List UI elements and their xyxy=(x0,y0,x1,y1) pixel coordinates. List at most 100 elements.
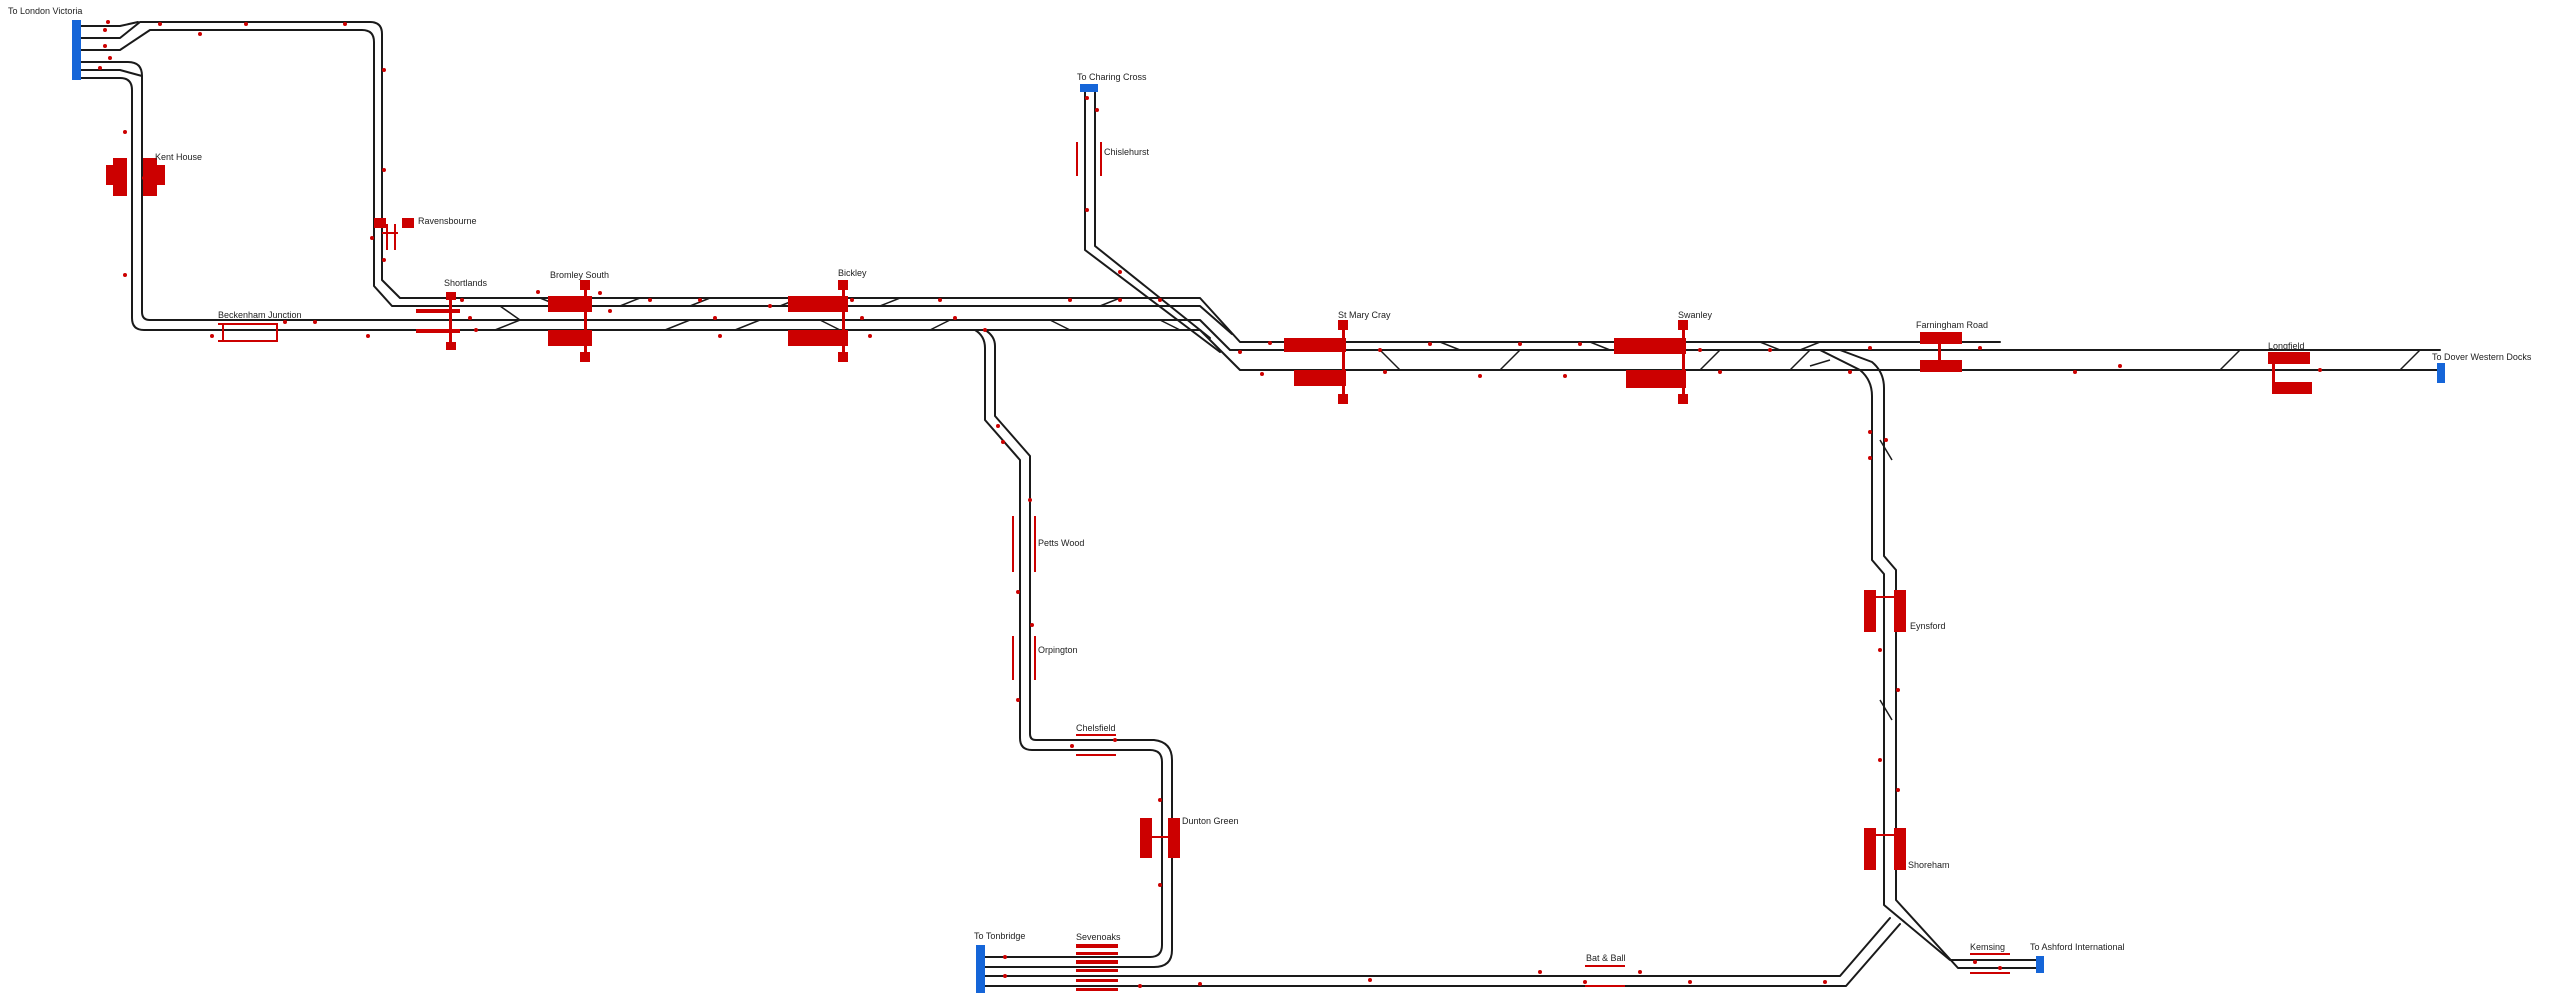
signal[interactable] xyxy=(1260,372,1264,376)
signal[interactable] xyxy=(1238,350,1242,354)
station-chislehurst[interactable] xyxy=(1076,142,1102,176)
signal[interactable] xyxy=(1016,590,1020,594)
signal[interactable] xyxy=(1028,498,1032,502)
signal[interactable] xyxy=(1868,346,1872,350)
signal[interactable] xyxy=(1973,960,1977,964)
signal[interactable] xyxy=(953,316,957,320)
signal[interactable] xyxy=(382,168,386,172)
signal[interactable] xyxy=(983,328,987,332)
signal[interactable] xyxy=(370,236,374,240)
signal[interactable] xyxy=(996,424,1000,428)
signal[interactable] xyxy=(382,68,386,72)
signal[interactable] xyxy=(1085,208,1089,212)
signal[interactable] xyxy=(1688,980,1692,984)
signal[interactable] xyxy=(1003,955,1007,959)
signal[interactable] xyxy=(1378,348,1382,352)
station-orpington[interactable] xyxy=(1012,636,1036,680)
signal[interactable] xyxy=(536,290,540,294)
signal[interactable] xyxy=(198,32,202,36)
signal[interactable] xyxy=(1095,108,1099,112)
signal[interactable] xyxy=(1884,438,1888,442)
station-longfield[interactable] xyxy=(2268,352,2312,394)
station-eynsford[interactable] xyxy=(1864,590,1906,632)
signal[interactable] xyxy=(2073,370,2077,374)
signal[interactable] xyxy=(850,298,854,302)
signal[interactable] xyxy=(103,28,107,32)
signal[interactable] xyxy=(1118,270,1122,274)
signal[interactable] xyxy=(158,22,162,26)
signal[interactable] xyxy=(868,334,872,338)
signal[interactable] xyxy=(382,258,386,262)
station-petts-wood[interactable] xyxy=(1012,516,1036,572)
station-farningham-road[interactable] xyxy=(1920,332,1962,372)
signal[interactable] xyxy=(1868,430,1872,434)
signal[interactable] xyxy=(698,298,702,302)
signal[interactable] xyxy=(768,304,772,308)
station-sevenoaks[interactable] xyxy=(1076,944,1118,991)
signal[interactable] xyxy=(1698,348,1702,352)
station-shoreham[interactable] xyxy=(1864,828,1906,870)
signal[interactable] xyxy=(366,334,370,338)
signal[interactable] xyxy=(1030,623,1034,627)
signal[interactable] xyxy=(1383,370,1387,374)
station-shortlands[interactable] xyxy=(416,292,460,350)
signal[interactable] xyxy=(283,320,287,324)
station-bat-and-ball[interactable] xyxy=(1585,965,1625,987)
exit-dover-western-docks[interactable] xyxy=(2437,363,2445,383)
signal[interactable] xyxy=(598,291,602,295)
signal[interactable] xyxy=(1978,346,1982,350)
signal[interactable] xyxy=(2318,368,2322,372)
signal[interactable] xyxy=(1118,298,1122,302)
signal[interactable] xyxy=(468,316,472,320)
station-dunton-green[interactable] xyxy=(1140,818,1180,858)
station-swanley[interactable] xyxy=(1614,320,1688,404)
signal[interactable] xyxy=(1768,348,1772,352)
exit-london-victoria[interactable] xyxy=(72,20,81,80)
signal[interactable] xyxy=(108,56,112,60)
signal[interactable] xyxy=(1896,788,1900,792)
station-bromley-south[interactable] xyxy=(548,280,592,362)
signal[interactable] xyxy=(1070,744,1074,748)
signal[interactable] xyxy=(1428,342,1432,346)
signal[interactable] xyxy=(648,298,652,302)
signal[interactable] xyxy=(713,316,717,320)
signal[interactable] xyxy=(608,309,612,313)
signal[interactable] xyxy=(1896,688,1900,692)
signal[interactable] xyxy=(474,328,478,332)
signal[interactable] xyxy=(1068,298,1072,302)
signal[interactable] xyxy=(860,316,864,320)
signal[interactable] xyxy=(1158,298,1162,302)
signal[interactable] xyxy=(1478,374,1482,378)
signal[interactable] xyxy=(123,273,127,277)
signal[interactable] xyxy=(460,298,464,302)
signal[interactable] xyxy=(1268,341,1272,345)
signal[interactable] xyxy=(1001,440,1005,444)
signal[interactable] xyxy=(2118,364,2122,368)
signal[interactable] xyxy=(343,22,347,26)
signal[interactable] xyxy=(1538,970,1542,974)
signal[interactable] xyxy=(106,20,110,24)
signal[interactable] xyxy=(1998,966,2002,970)
signal[interactable] xyxy=(1718,370,1722,374)
signal[interactable] xyxy=(123,130,127,134)
signal[interactable] xyxy=(313,320,317,324)
signal[interactable] xyxy=(98,66,102,70)
signal[interactable] xyxy=(1158,798,1162,802)
exit-ashford-international[interactable] xyxy=(2036,956,2044,973)
exit-tonbridge[interactable] xyxy=(976,945,985,993)
station-kemsing[interactable] xyxy=(1970,953,2010,974)
signal[interactable] xyxy=(1638,970,1642,974)
signal[interactable] xyxy=(1138,984,1142,988)
signal[interactable] xyxy=(1848,370,1852,374)
signal[interactable] xyxy=(1198,982,1202,986)
signal[interactable] xyxy=(1868,456,1872,460)
signal[interactable] xyxy=(1113,738,1117,742)
signal[interactable] xyxy=(718,334,722,338)
station-kent-house[interactable] xyxy=(106,158,165,196)
signal[interactable] xyxy=(1583,980,1587,984)
signal[interactable] xyxy=(244,22,248,26)
signal[interactable] xyxy=(1878,648,1882,652)
signal[interactable] xyxy=(1563,374,1567,378)
signal[interactable] xyxy=(1368,978,1372,982)
exit-charing-cross[interactable] xyxy=(1080,84,1098,92)
